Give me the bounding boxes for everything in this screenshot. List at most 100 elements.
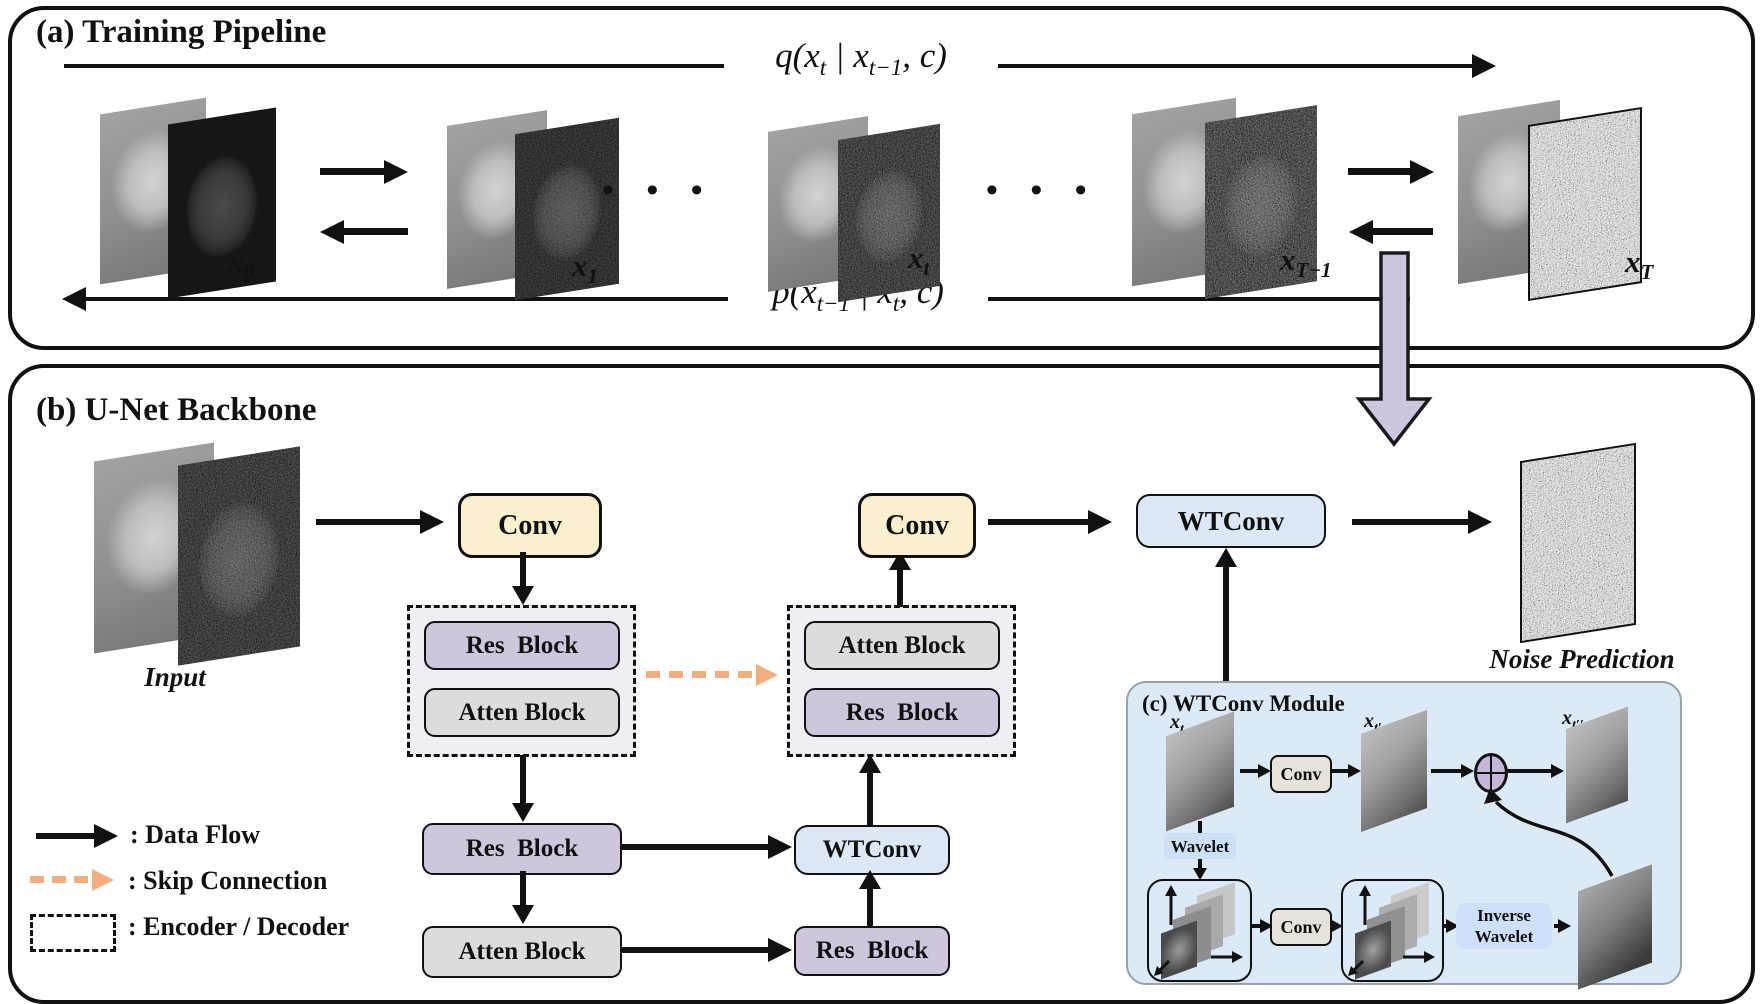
panel-a-title: (a) Training Pipeline xyxy=(36,14,327,50)
input-to-conv-arrow xyxy=(316,519,420,525)
res-to-wtconv2-arrow xyxy=(622,844,768,850)
conv-to-xtp-arrowhead-icon xyxy=(1348,764,1361,778)
legend-dataflow-label: : Data Flow xyxy=(130,820,260,849)
module-conv-top: Conv xyxy=(1270,755,1332,793)
backward-arrow-1 xyxy=(342,228,408,235)
x0-front-image xyxy=(168,107,276,299)
conv-down-arrow xyxy=(520,552,526,586)
wtconv-to-noise-arrow xyxy=(1352,519,1468,525)
conv-down-arrowhead-icon xyxy=(512,586,534,605)
res-to-atten-arrowhead-icon xyxy=(512,905,534,924)
encoder-down-arrowhead-icon xyxy=(512,803,534,822)
module-to-wtconv-arrow xyxy=(1223,566,1229,682)
decoder-res-block: Res Block xyxy=(804,688,1000,737)
inverse-wavelet-tag: Inverse Wavelet xyxy=(1456,903,1552,949)
legend-skip-arrowhead-icon xyxy=(92,869,114,891)
legend-dataflow-arrow xyxy=(36,833,94,839)
panel-b-title: (b) U-Net Backbone xyxy=(36,392,317,428)
x0-label: x0 xyxy=(228,244,254,285)
wavelet-tag: Wavelet xyxy=(1164,833,1236,859)
forward-arrowhead-2-icon xyxy=(1410,160,1434,184)
res-to-atten-arrow xyxy=(520,871,526,905)
decoder-to-conv-arrow xyxy=(897,569,903,607)
encoder-res-block: Res Block xyxy=(424,621,620,670)
module-to-wtconv-arrowhead-icon xyxy=(1215,548,1237,567)
skip-connection-arrow xyxy=(646,671,752,678)
input-to-conv-arrowhead-icon xyxy=(420,510,444,534)
p-arrowhead-icon xyxy=(62,287,86,311)
input-label: Input xyxy=(144,662,206,692)
q-arrowhead-icon xyxy=(1472,54,1496,78)
xT1-front-image xyxy=(1205,105,1317,299)
pipeline-to-unet-arrow xyxy=(1355,251,1433,447)
ellipsis-1: • • • xyxy=(602,172,715,209)
atten-to-res-arrowhead-icon xyxy=(768,938,792,962)
legend-skip-arrow xyxy=(30,876,88,883)
decoder-conv-block: Conv xyxy=(858,493,976,558)
forward-arrow-2 xyxy=(1348,168,1410,175)
atten-to-res-arrow xyxy=(622,947,768,953)
legend-encoder-box-icon xyxy=(30,914,116,952)
bottom-right-res-block: Res Block xyxy=(794,926,950,976)
backward-arrowhead-1-icon xyxy=(320,220,344,244)
conv-to-wtconv-arrow xyxy=(988,519,1088,525)
wavelet-stack-1 xyxy=(1147,879,1252,982)
module-conv-bottom: Conv xyxy=(1270,908,1332,946)
backward-arrow-2 xyxy=(1371,228,1433,235)
mid-wtconv-block: WTConv xyxy=(794,825,950,875)
invwavelet-to-img-arrowhead-icon xyxy=(1558,919,1571,933)
xtp-to-plus-arrow xyxy=(1431,769,1463,773)
plus-to-xtpp-arrowhead-icon xyxy=(1551,764,1564,778)
xT-label: xT xyxy=(1625,244,1654,285)
forward-arrow-1 xyxy=(320,168,384,175)
ellipsis-2: • • • xyxy=(986,172,1099,209)
legend-dataflow-arrowhead-icon xyxy=(94,824,118,848)
noise-prediction-label: Noise Prediction xyxy=(1489,644,1675,674)
xT1-label: xT−1 xyxy=(1280,242,1332,283)
p-arrow-line-left xyxy=(84,297,732,301)
encoder-conv-block: Conv xyxy=(458,493,602,558)
xt-to-conv-arrow xyxy=(1240,769,1264,773)
xt-label: xt xyxy=(908,240,930,281)
plus-to-xtpp-arrow xyxy=(1507,769,1551,773)
forward-arrowhead-1-icon xyxy=(384,160,408,184)
q-arrow-line-right xyxy=(988,64,1474,68)
conv-to-stack2-arrowhead-icon xyxy=(1330,919,1343,933)
wtconv-to-noise-arrowhead-icon xyxy=(1468,510,1492,534)
xT-front-noise-image xyxy=(1528,106,1642,302)
stack1-to-conv-arrow xyxy=(1250,924,1266,928)
legend-encoder-label: : Encoder / Decoder xyxy=(128,912,350,941)
panel-c-title: (c) WTConv Module xyxy=(1142,691,1345,716)
xt-to-conv-arrowhead-icon xyxy=(1258,764,1271,778)
bottom-atten-block: Atten Block xyxy=(422,926,622,978)
res-to-wtconv2-arrowhead-icon xyxy=(768,835,792,859)
res-up-to-wtconv2-arrow xyxy=(867,888,873,926)
encoder-down-arrow xyxy=(520,755,526,803)
mid-res-block: Res Block xyxy=(422,823,622,875)
wtconv2-up-to-decoder-arrow xyxy=(867,772,873,825)
stack1-to-conv-arrowhead-icon xyxy=(1260,919,1273,933)
decoder-atten-block: Atten Block xyxy=(804,621,1000,670)
output-wtconv-block: WTConv xyxy=(1136,494,1326,548)
legend-skip-label: : Skip Connection xyxy=(128,866,328,895)
noise-prediction-image xyxy=(1520,442,1636,644)
x1-front-image xyxy=(515,117,619,301)
conv-to-wtconv-arrowhead-icon xyxy=(1088,510,1112,534)
input-front-image xyxy=(178,446,300,666)
skip-connection-arrowhead-icon xyxy=(756,664,778,686)
p-arrow-line-right xyxy=(976,297,1410,301)
encoder-atten-block: Atten Block xyxy=(424,688,620,737)
res-up-arrowhead-icon xyxy=(859,870,881,889)
wavelet-stack-2 xyxy=(1341,879,1444,982)
xt-front-image xyxy=(838,123,940,303)
backward-arrowhead-2-icon xyxy=(1349,220,1373,244)
wtconv2-up-arrowhead-icon xyxy=(859,754,881,773)
xtp-to-plus-arrowhead-icon xyxy=(1461,764,1474,778)
stack2-axes-icon xyxy=(1348,885,1435,976)
stack1-axes-icon xyxy=(1154,885,1243,976)
stack2-to-invwavelet-arrowhead-icon xyxy=(1446,919,1459,933)
x1-label: x1 xyxy=(572,248,598,289)
residual-curve-arrow xyxy=(1484,788,1614,877)
q-arrow-line-left xyxy=(64,64,730,68)
